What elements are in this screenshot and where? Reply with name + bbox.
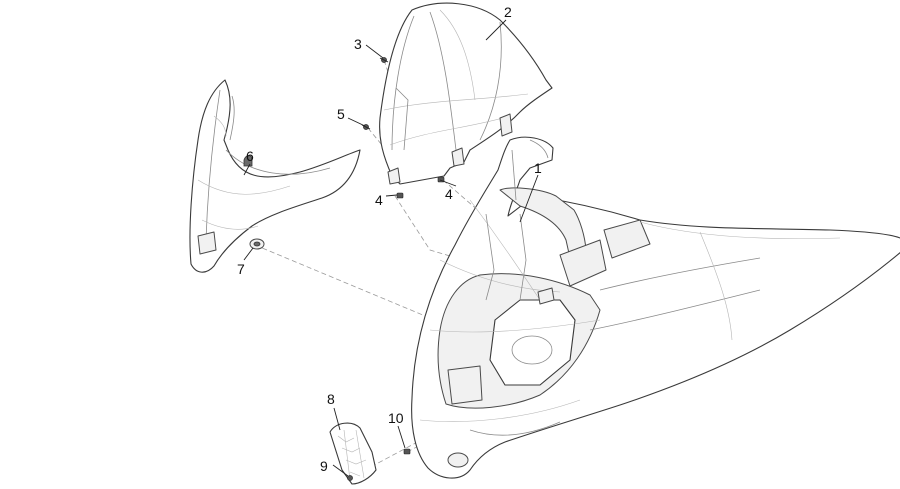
callout-7: 7 [237,261,245,277]
callout-2: 2 [504,4,512,20]
callout-leaders [243,19,539,477]
part-6-side-fairing-panel [189,79,361,273]
callout-3: 3 [354,36,362,52]
part-10-nut [403,448,411,455]
callout-5: 5 [337,106,345,122]
part-1-front-shield [411,136,900,479]
part-8-lower-grille [329,422,377,485]
callout-4-left: 4 [375,192,383,208]
callout-6: 6 [246,148,254,164]
part-9-screw [347,475,353,481]
part-7-grommet [249,238,265,250]
callout-1: 1 [534,160,542,176]
part-2-windshield [379,2,553,185]
callout-9: 9 [320,458,328,474]
part-3-screw [379,57,389,63]
part-4-clip-left [396,192,404,199]
callout-labels: 1 2 3 4 4 5 6 7 8 9 10 [237,4,542,474]
callout-10: 10 [388,410,404,426]
callout-4-right: 4 [445,186,453,202]
callout-8: 8 [327,391,335,407]
